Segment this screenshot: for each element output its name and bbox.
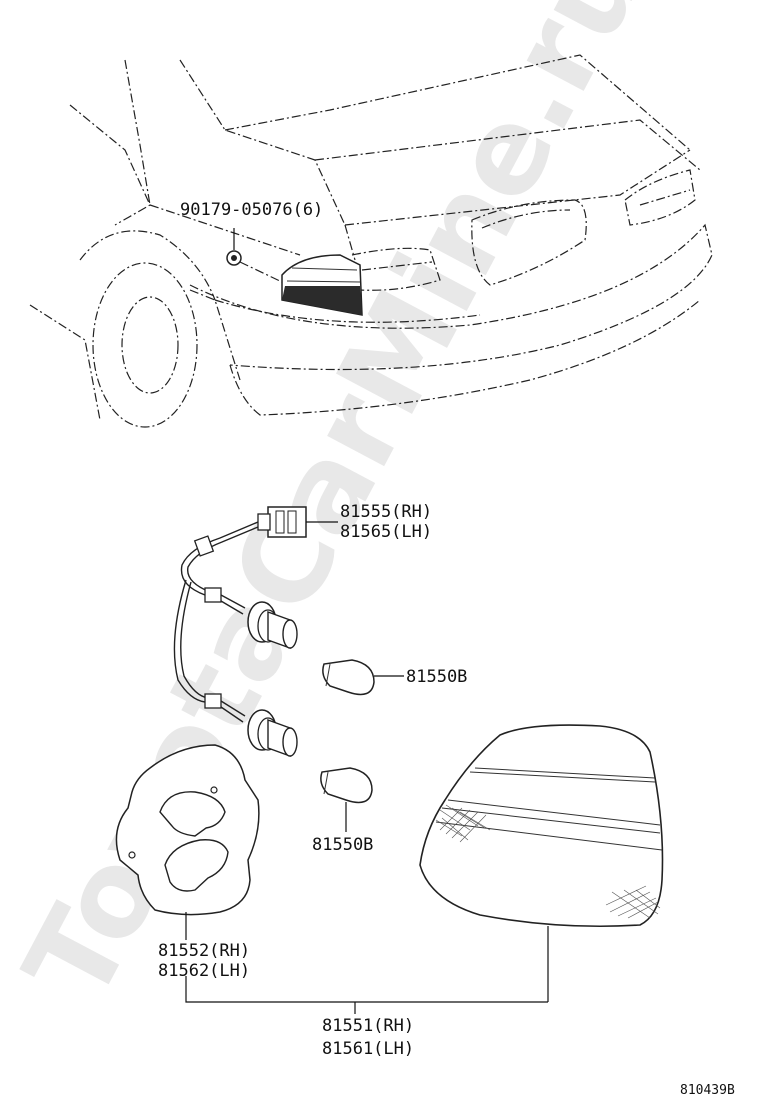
label-gasket-rh: 81552(RH) <box>158 941 250 961</box>
bulb-upper-part <box>322 659 404 696</box>
tail-lamp-assembly-part <box>419 724 664 1002</box>
label-clip: 90179-05076(6) <box>180 200 323 220</box>
gasket-part <box>115 744 260 940</box>
label-bulb-lower: 81550B <box>312 835 373 855</box>
label-socket-wire-rh: 81555(RH) <box>340 502 432 522</box>
assembly-bracket <box>185 976 548 1003</box>
tail-lamp-on-vehicle <box>281 254 363 316</box>
label-gasket-lh: 81562(LH) <box>158 961 250 981</box>
label-bulb-upper: 81550B <box>406 667 467 687</box>
car-rear-outline <box>29 54 713 428</box>
label-lamp-assy-rh: 81551(RH) <box>322 1016 414 1036</box>
illustration-id: 810439B <box>680 1083 735 1098</box>
bulb-lower-part <box>320 767 373 832</box>
label-socket-wire-lh: 81565(LH) <box>340 522 432 542</box>
socket-and-wire-part <box>173 506 338 757</box>
label-lamp-assy-lh: 81561(LH) <box>322 1039 414 1059</box>
clip-part <box>226 228 283 283</box>
